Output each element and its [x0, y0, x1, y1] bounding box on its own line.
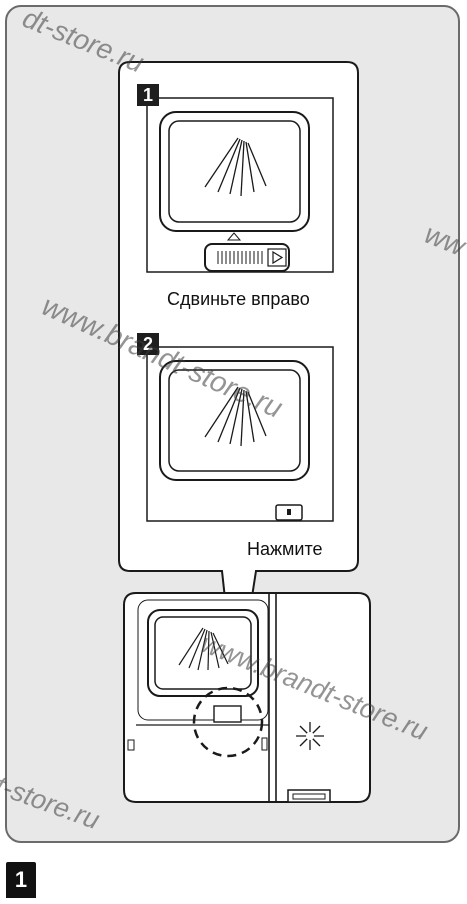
step-1-caption: Сдвиньте вправо: [167, 289, 310, 309]
step-2-caption: Нажмите: [247, 539, 323, 559]
detergent-dispenser: [123, 592, 371, 803]
step-2-panel: [146, 346, 334, 522]
page-number-tab: 1: [6, 862, 36, 898]
step-1-badge: 1: [137, 84, 159, 106]
step-1-panel: [146, 97, 334, 273]
step-2-badge: 2: [137, 333, 159, 355]
detergent-lines-icon: [204, 137, 267, 197]
detergent-lines-icon: [204, 386, 267, 447]
